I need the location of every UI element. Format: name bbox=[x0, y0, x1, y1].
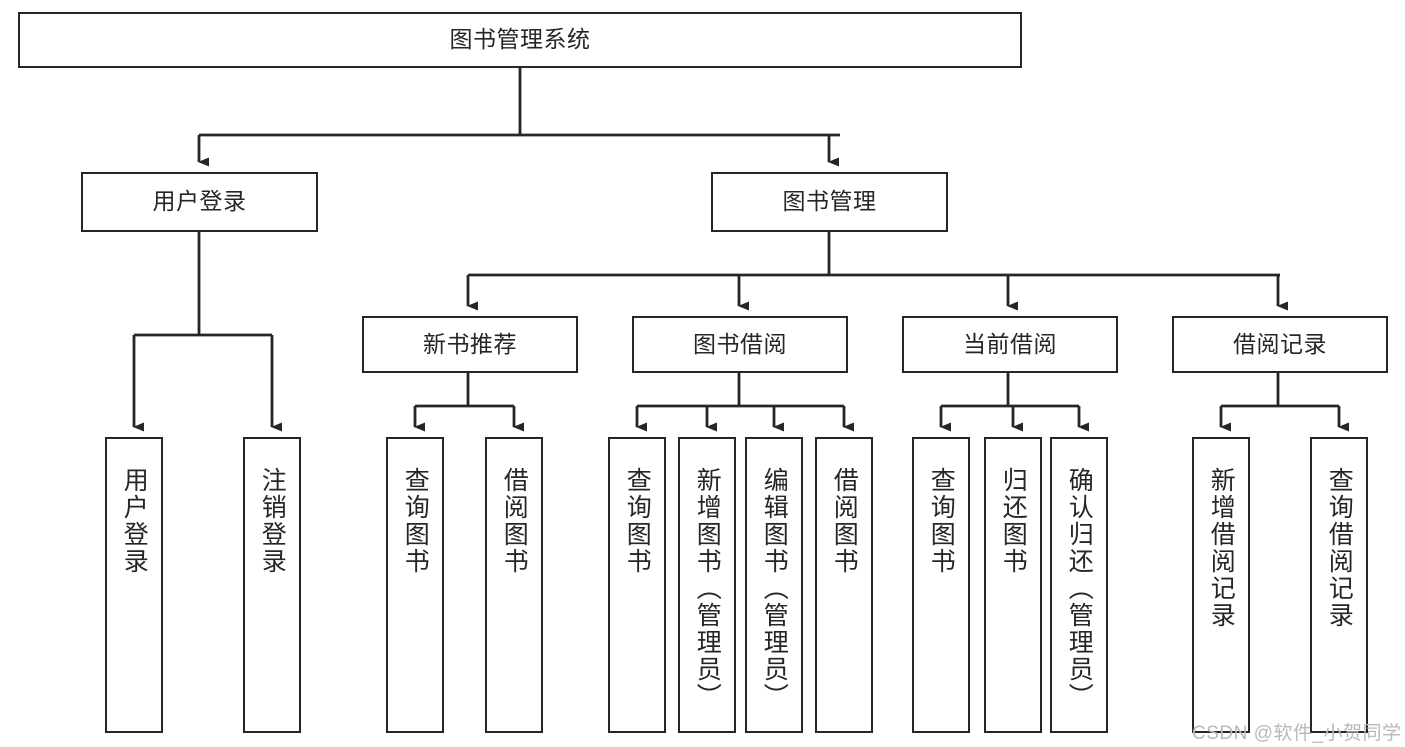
node-book-management[interactable]: 图书管理 bbox=[711, 172, 948, 232]
csdn-watermark: CSDN @软件_小贺同学 bbox=[1192, 723, 1402, 744]
node-leaf-add-book-label: 新增图书（管理员） bbox=[693, 467, 722, 710]
node-leaf-add-record-label: 新增借阅记录 bbox=[1207, 467, 1236, 629]
node-leaf-confirm-return-label: 确认归还（管理员） bbox=[1065, 467, 1094, 710]
node-borrow-record-label: 借阅记录 bbox=[1233, 330, 1327, 357]
node-leaf-user-login[interactable]: 用户登录 bbox=[105, 437, 163, 733]
edge-bookmgmt-to-level3 bbox=[466, 232, 1288, 311]
node-leaf-edit-book-label: 编辑图书（管理员） bbox=[760, 467, 789, 710]
node-leaf-query-book-3[interactable]: 查询图书 bbox=[912, 437, 970, 733]
node-leaf-user-logout[interactable]: 注销登录 bbox=[243, 437, 301, 733]
node-book-borrow[interactable]: 图书借阅 bbox=[632, 316, 848, 373]
node-leaf-return-book[interactable]: 归还图书 bbox=[984, 437, 1042, 733]
node-leaf-borrow-book-2-label: 借阅图书 bbox=[830, 467, 859, 575]
node-leaf-add-book[interactable]: 新增图书（管理员） bbox=[678, 437, 736, 733]
node-leaf-query-book-1-label: 查询图书 bbox=[401, 467, 430, 575]
edge-bookborrow-to-leaves bbox=[635, 373, 854, 432]
node-leaf-query-record-label: 查询借阅记录 bbox=[1325, 467, 1354, 629]
node-leaf-query-book-1[interactable]: 查询图书 bbox=[386, 437, 444, 733]
node-borrow-record[interactable]: 借阅记录 bbox=[1172, 316, 1388, 373]
node-leaf-user-logout-label: 注销登录 bbox=[258, 467, 287, 575]
edge-userlogin-to-leaves bbox=[132, 232, 282, 432]
node-leaf-return-book-label: 归还图书 bbox=[999, 467, 1028, 575]
node-leaf-borrow-book-2[interactable]: 借阅图书 bbox=[815, 437, 873, 733]
edge-newbook-to-leaves bbox=[413, 373, 524, 432]
node-root[interactable]: 图书管理系统 bbox=[18, 12, 1022, 68]
edge-currentborrow-to-leaves bbox=[939, 373, 1089, 432]
node-new-book-recommend-label: 新书推荐 bbox=[423, 330, 517, 357]
node-leaf-confirm-return[interactable]: 确认归还（管理员） bbox=[1050, 437, 1108, 733]
node-leaf-edit-book[interactable]: 编辑图书（管理员） bbox=[745, 437, 803, 733]
node-leaf-query-record[interactable]: 查询借阅记录 bbox=[1310, 437, 1368, 733]
node-book-borrow-label: 图书借阅 bbox=[693, 330, 787, 357]
node-leaf-borrow-book-1-label: 借阅图书 bbox=[500, 467, 529, 575]
node-current-borrow-label: 当前借阅 bbox=[963, 330, 1057, 357]
node-new-book-recommend[interactable]: 新书推荐 bbox=[362, 316, 578, 373]
node-leaf-query-book-2-label: 查询图书 bbox=[623, 467, 652, 575]
edge-borrowrecord-to-leaves bbox=[1219, 373, 1349, 432]
node-leaf-add-record[interactable]: 新增借阅记录 bbox=[1192, 437, 1250, 733]
node-leaf-query-book-3-label: 查询图书 bbox=[927, 467, 956, 575]
node-root-label: 图书管理系统 bbox=[449, 26, 591, 53]
node-leaf-query-book-2[interactable]: 查询图书 bbox=[608, 437, 666, 733]
node-book-management-label: 图书管理 bbox=[782, 188, 877, 215]
node-current-borrow[interactable]: 当前借阅 bbox=[902, 316, 1118, 373]
node-user-login-label: 用户登录 bbox=[152, 188, 247, 215]
node-leaf-user-login-label: 用户登录 bbox=[120, 467, 149, 575]
node-user-login[interactable]: 用户登录 bbox=[81, 172, 318, 232]
node-leaf-borrow-book-1[interactable]: 借阅图书 bbox=[485, 437, 543, 733]
edge-root-to-level2 bbox=[197, 68, 840, 167]
